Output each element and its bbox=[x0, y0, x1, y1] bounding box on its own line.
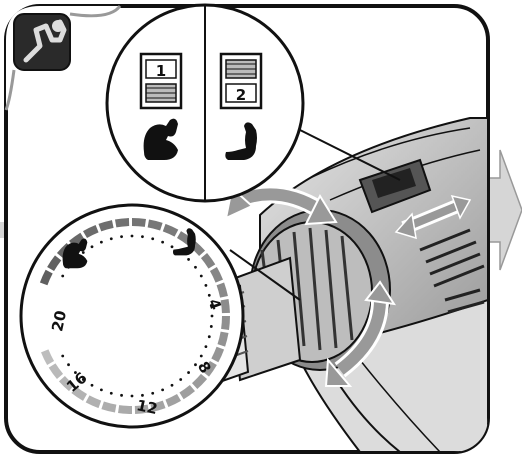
dial-tick-dot bbox=[179, 378, 182, 381]
dial-tick-dot bbox=[208, 335, 211, 338]
dial-tick-dot bbox=[171, 384, 174, 387]
dial-ring-segment bbox=[45, 351, 51, 363]
dial-tick-dot bbox=[120, 235, 123, 238]
dial-tick-dot bbox=[91, 384, 94, 387]
dial-tick-dot bbox=[110, 237, 113, 240]
dial-tick-dot bbox=[61, 275, 64, 278]
dial-ring-segment bbox=[88, 399, 100, 404]
dial-ring-segment bbox=[213, 269, 219, 281]
dial-ring-segment bbox=[167, 397, 179, 403]
dial-tick-dot bbox=[208, 294, 211, 297]
dial-tick-dot bbox=[67, 363, 70, 366]
gear-1-switch: 1 bbox=[141, 54, 181, 108]
dial-ring-segment bbox=[116, 222, 129, 223]
dial-tick-dot bbox=[205, 345, 208, 348]
dial-tick-dot bbox=[141, 235, 144, 238]
dial-ring-segment bbox=[225, 316, 226, 329]
dial-tick-dot bbox=[61, 355, 64, 358]
dial-ring-segment bbox=[132, 222, 145, 223]
dial-tick-dot bbox=[110, 392, 113, 395]
gear-2-switch: 2 bbox=[221, 54, 261, 108]
dial-ring-segment bbox=[225, 300, 226, 313]
dial-tick-dot bbox=[161, 241, 164, 244]
dial-tick-dot bbox=[151, 392, 154, 395]
dial-tick-dot bbox=[211, 315, 214, 318]
dial-tick-dot bbox=[205, 284, 208, 287]
dial-tick-dot bbox=[131, 395, 134, 398]
gear-2-label: 2 bbox=[236, 86, 246, 104]
dial-tick-dot bbox=[187, 371, 190, 374]
dial-ring-segment bbox=[100, 224, 113, 228]
dial-tick-dot bbox=[187, 258, 190, 261]
dial-tick-dot bbox=[100, 241, 103, 244]
dial-tick-dot bbox=[161, 389, 164, 392]
dial-ring-segment bbox=[119, 409, 132, 410]
dial-ring-segment bbox=[164, 228, 176, 233]
dial-tick-dot bbox=[82, 251, 85, 254]
dial-ring-segment bbox=[44, 272, 49, 284]
dial-ring-segment bbox=[220, 284, 224, 297]
dial-tick-dot bbox=[91, 245, 94, 248]
dial-ring-segment bbox=[148, 223, 161, 226]
dial-tick-dot bbox=[120, 394, 123, 397]
dial-tick-dot bbox=[200, 355, 203, 358]
dial-ring-segment bbox=[215, 348, 220, 360]
gear-1-label: 1 bbox=[156, 62, 166, 80]
dial-ring-segment bbox=[85, 229, 97, 235]
dial-tick-dot bbox=[131, 235, 134, 238]
dial-tick-dot bbox=[194, 266, 197, 269]
dial-tick-dot bbox=[210, 325, 213, 328]
dial-ring-segment bbox=[221, 332, 224, 345]
dial-tick-dot bbox=[151, 237, 154, 240]
dial-tick-dot bbox=[171, 245, 174, 248]
dial-tick-dot bbox=[100, 389, 103, 392]
dial-ring-segment bbox=[103, 405, 116, 408]
dial-tick-dot bbox=[200, 275, 203, 278]
